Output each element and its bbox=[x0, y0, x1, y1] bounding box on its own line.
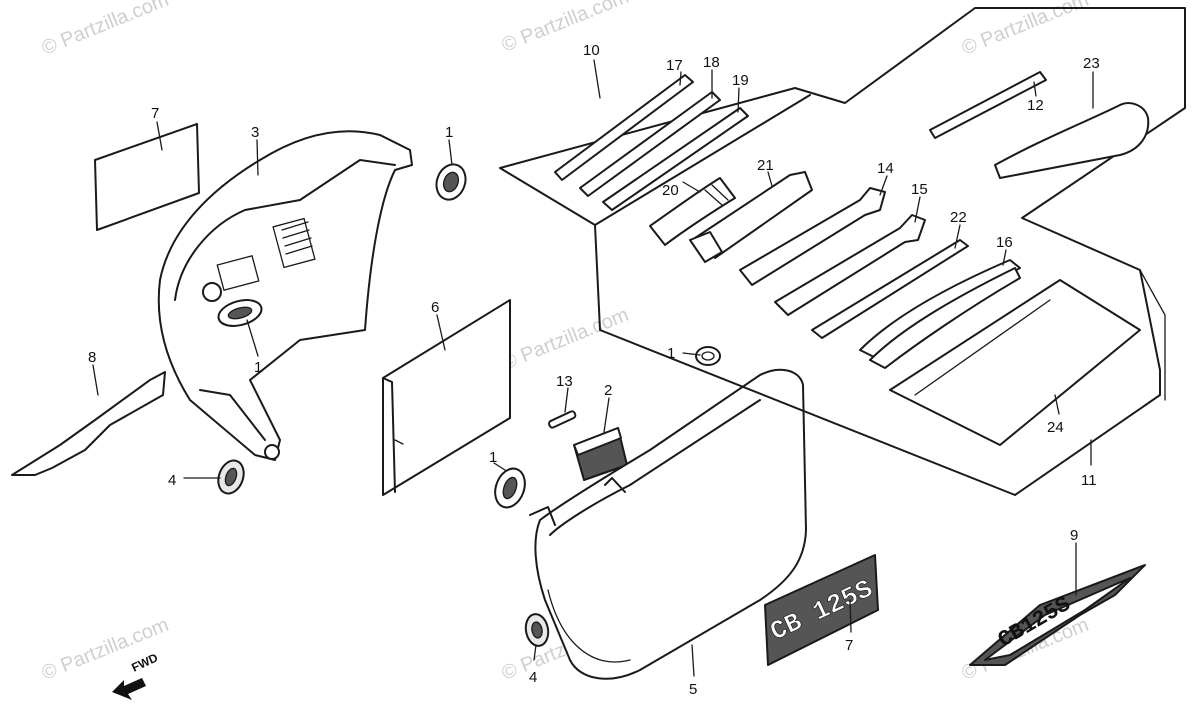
part-2-clip bbox=[573, 427, 628, 481]
part-16-pliers bbox=[859, 259, 1021, 369]
part-9-badge: CB125S bbox=[969, 564, 1146, 666]
fwd-arrow: FWD bbox=[112, 650, 160, 700]
fwd-label: FWD bbox=[129, 650, 160, 674]
callout-1: 1 bbox=[445, 124, 453, 141]
part-7-label-sticker bbox=[94, 123, 200, 231]
part-4-grommets bbox=[217, 459, 550, 647]
callout-24: 24 bbox=[1047, 419, 1064, 436]
callout-2: 2 bbox=[604, 382, 612, 399]
watermark: © Partzilla.com bbox=[499, 0, 632, 57]
callout-1: 1 bbox=[489, 449, 497, 466]
callout-9: 9 bbox=[1070, 527, 1078, 544]
part-13-pin bbox=[548, 410, 577, 429]
callout-19: 19 bbox=[732, 72, 749, 89]
callout-22: 22 bbox=[950, 209, 967, 226]
callout-6: 6 bbox=[431, 299, 439, 316]
callout-23: 23 bbox=[1083, 55, 1100, 72]
callout-17: 17 bbox=[666, 57, 683, 74]
callout-1: 1 bbox=[254, 359, 262, 376]
part-12-spanner bbox=[929, 71, 1047, 139]
callout-11: 11 bbox=[1081, 472, 1097, 489]
callout-1: 1 bbox=[667, 345, 675, 362]
callout-21: 21 bbox=[757, 157, 774, 174]
callout-16: 16 bbox=[996, 234, 1013, 251]
callout-4: 4 bbox=[529, 669, 537, 686]
callout-18: 18 bbox=[703, 54, 720, 71]
callout-8: 8 bbox=[88, 349, 96, 366]
callout-15: 15 bbox=[911, 181, 928, 198]
callout-5: 5 bbox=[689, 681, 697, 698]
callout-4: 4 bbox=[168, 472, 176, 489]
callout-7: 7 bbox=[151, 105, 159, 122]
callout-13: 13 bbox=[556, 373, 573, 390]
part-5-right-side-cover bbox=[529, 368, 807, 680]
part-14-wrench bbox=[739, 187, 886, 286]
callout-12: 12 bbox=[1027, 97, 1044, 114]
parts-17-18-19-tools bbox=[554, 74, 749, 211]
callout-7: 7 bbox=[845, 637, 853, 654]
leader-lines bbox=[92, 59, 1094, 677]
part-21-socket-wrench bbox=[689, 171, 813, 263]
watermark: © Partzilla.com bbox=[39, 614, 172, 685]
part-24-tool-bag bbox=[889, 279, 1141, 446]
part-11-tool-bag-outline bbox=[499, 7, 1186, 496]
part-3-left-side-cover bbox=[157, 130, 413, 461]
part-15-wrench bbox=[774, 214, 926, 316]
part-20-handle bbox=[649, 177, 736, 246]
part-1-grommets bbox=[217, 163, 721, 509]
watermark: © Partzilla.com bbox=[499, 304, 632, 375]
part-8-strip bbox=[11, 371, 166, 476]
callout-14: 14 bbox=[877, 160, 894, 177]
callout-3: 3 bbox=[251, 124, 259, 141]
part-22-screwdriver bbox=[811, 239, 969, 339]
watermark: © Partzilla.com bbox=[39, 0, 172, 60]
callout-10: 10 bbox=[583, 42, 600, 59]
part-6-sheet bbox=[382, 299, 511, 496]
callouts: 7 3 1 1 8 4 6 1 13 2 1 4 5 7 9 11 24 10 … bbox=[88, 42, 1100, 698]
callout-20: 20 bbox=[662, 182, 679, 199]
part-23-hook-wrench bbox=[994, 102, 1150, 179]
